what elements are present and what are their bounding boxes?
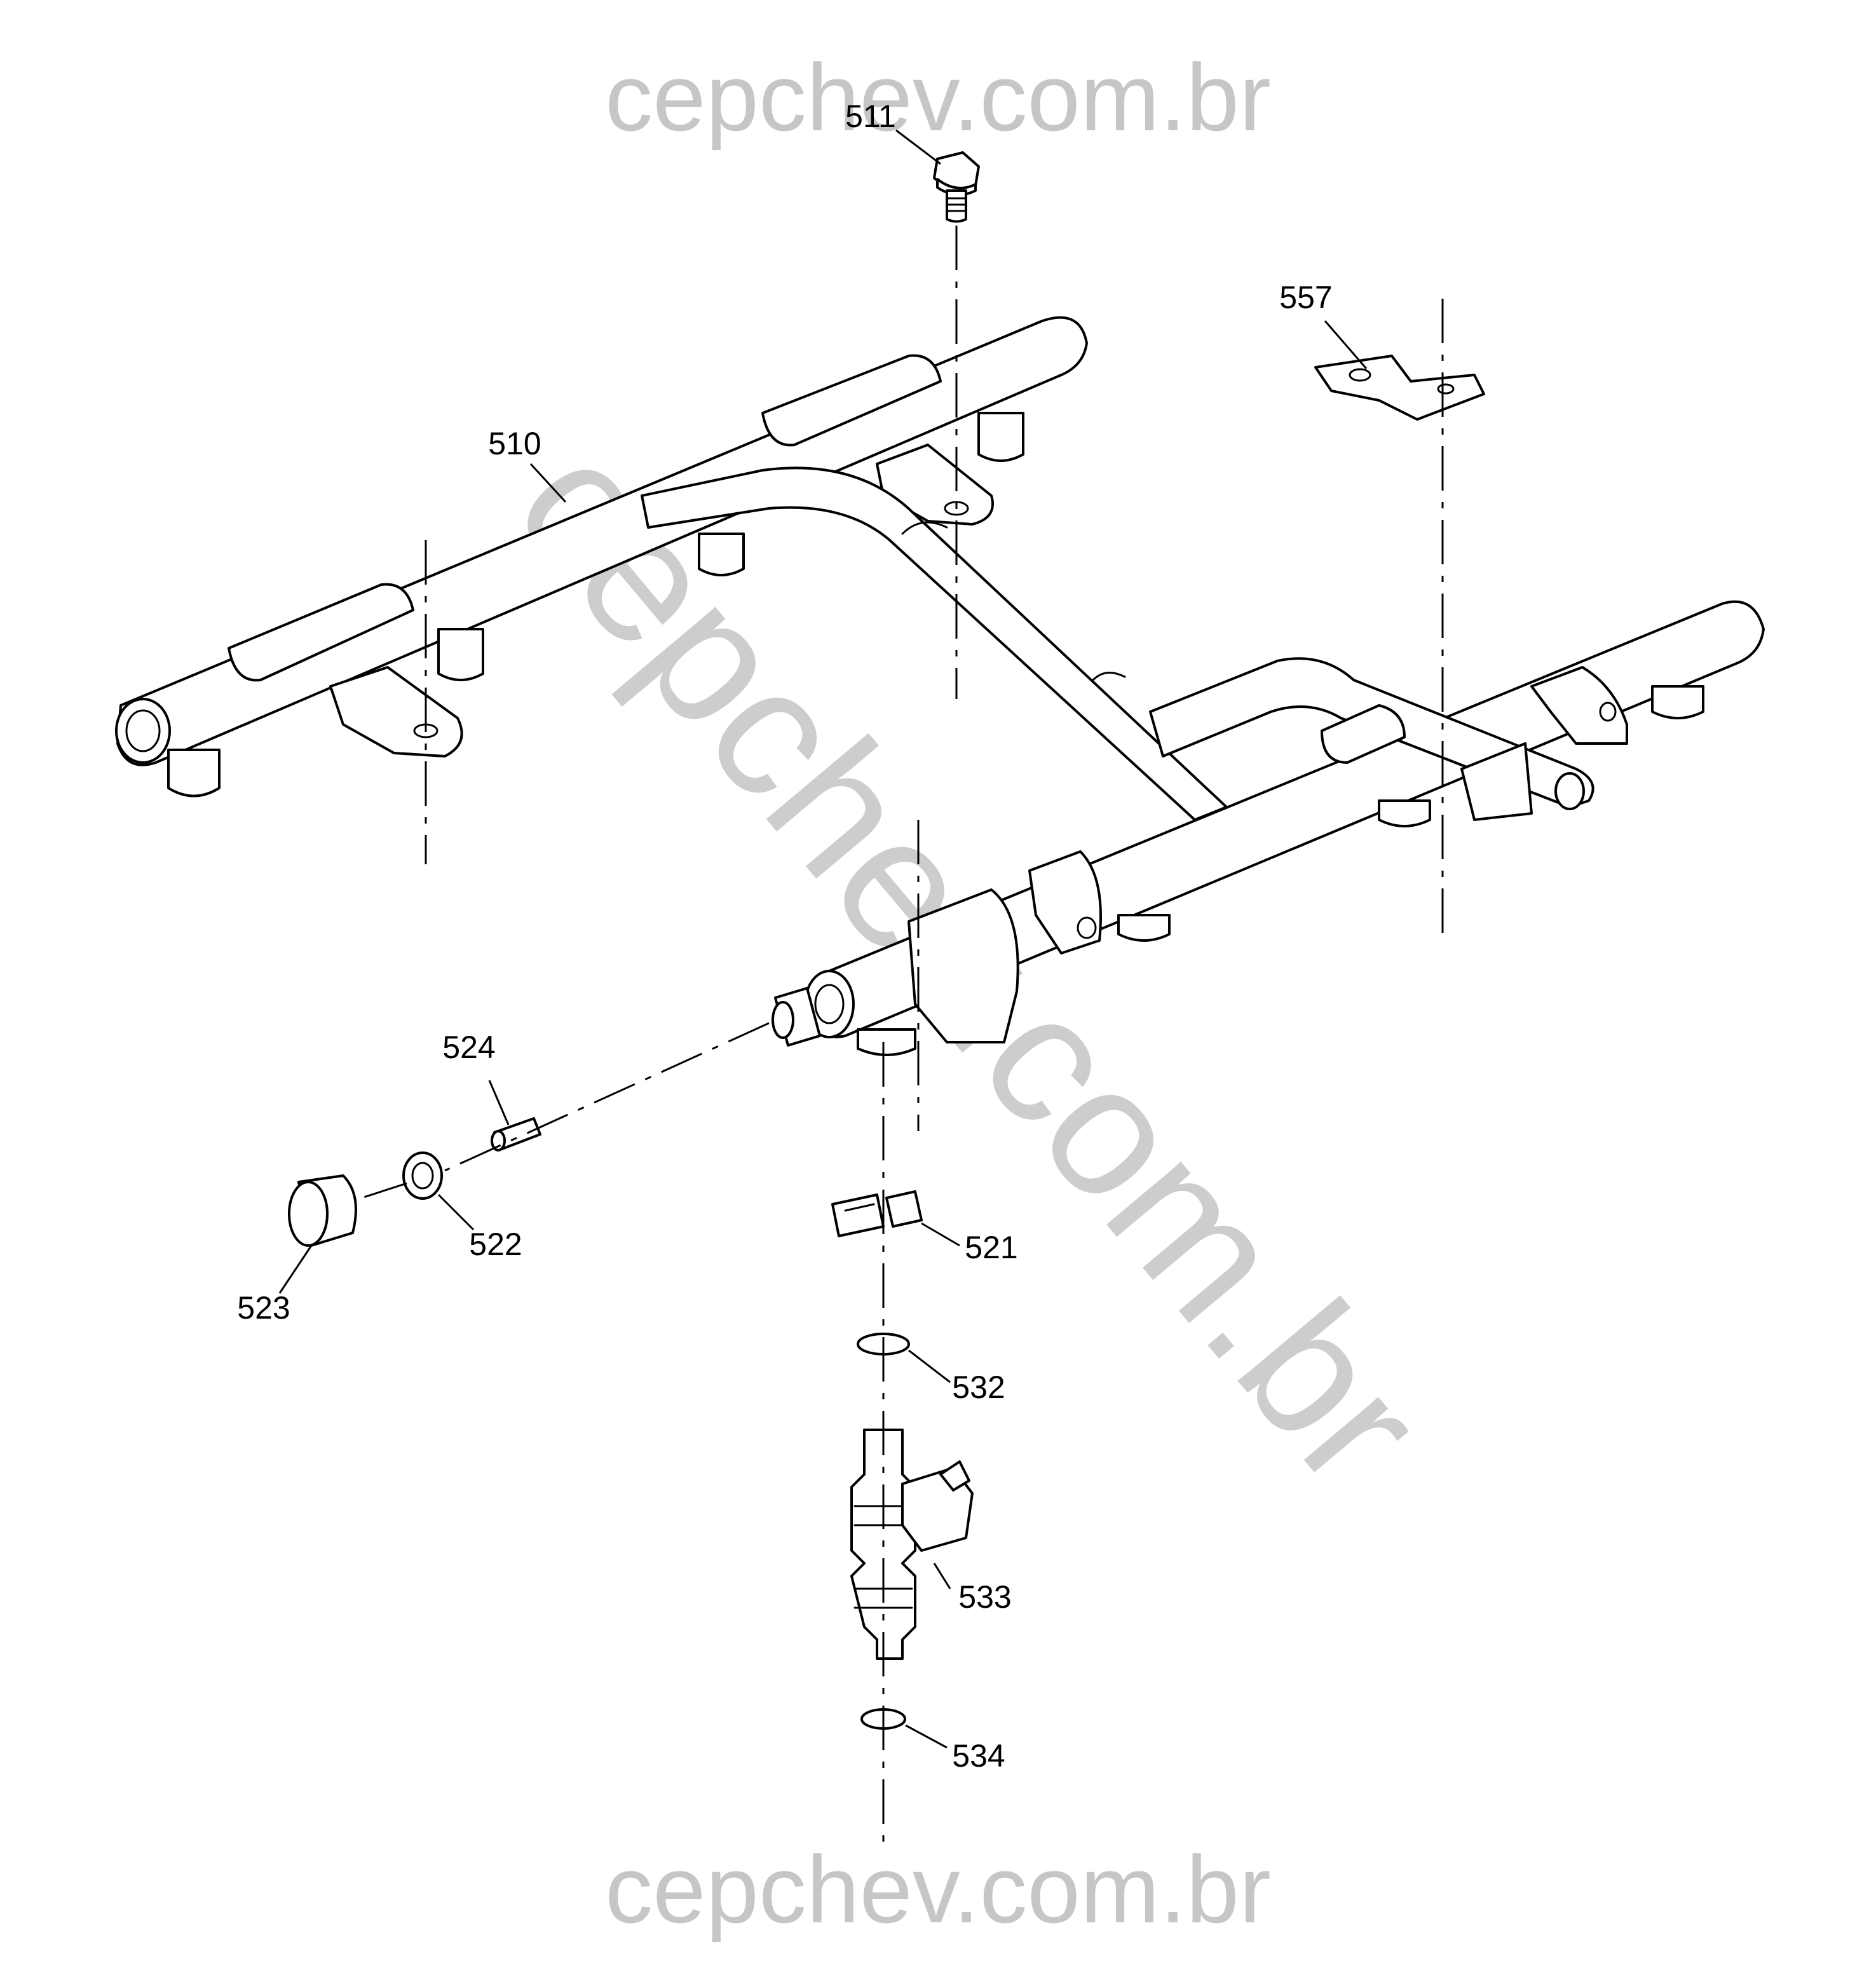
clip-521 — [831, 1190, 923, 1237]
valve-524 — [491, 1117, 541, 1151]
callout-533: 533 — [958, 1579, 1011, 1615]
bracket-557 — [1314, 355, 1485, 421]
callout-521: 521 — [965, 1230, 1017, 1265]
fuel-rail-510 — [115, 316, 1765, 1056]
watermark-top: cepchev.com.br — [605, 44, 1271, 151]
bolt-511 — [933, 151, 980, 223]
callout-511: 511 — [845, 98, 896, 134]
alignment-lines — [355, 226, 1444, 1843]
callout-510: 510 — [488, 426, 541, 461]
injector-533 — [850, 1429, 974, 1660]
callout-532: 532 — [952, 1369, 1005, 1405]
callout-524: 524 — [442, 1029, 495, 1065]
callout-522: 522 — [469, 1226, 522, 1262]
leader-lines — [278, 129, 1368, 1749]
callout-557: 557 — [1279, 280, 1332, 315]
cap-523 — [288, 1174, 357, 1247]
seal-522 — [402, 1151, 443, 1200]
callout-523: 523 — [237, 1290, 290, 1326]
callout-534: 534 — [952, 1738, 1005, 1774]
watermark-bottom: cepchev.com.br — [605, 1836, 1271, 1943]
